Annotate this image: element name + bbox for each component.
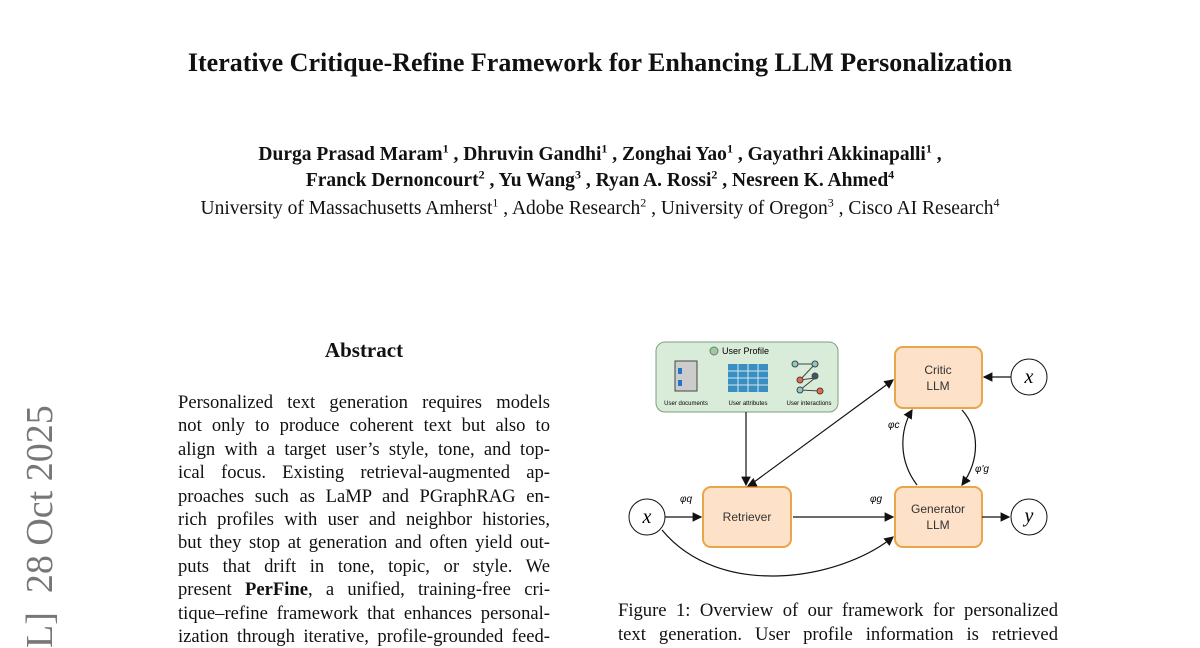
retriever-box [702, 486, 792, 548]
abstract-line: proaches such as LaMP and PGraphRAG en- [178, 485, 550, 507]
profile-title: User Profile [722, 346, 769, 356]
person-name: Gayathri Akkinapalli [747, 144, 926, 165]
affiliation-marker: 3 [827, 195, 834, 210]
generator-label-1: Generator [911, 502, 965, 516]
critic-label-1: Critic [924, 363, 951, 377]
person-name: Zonghai Yao [622, 144, 727, 165]
critic-label-2: LLM [926, 379, 949, 393]
profile-item-documents: User documents [664, 401, 708, 407]
output-y-node [1010, 498, 1048, 536]
framework-figure: User Profile User documents User attribu… [628, 341, 1048, 577]
critic-box [894, 346, 983, 409]
paper-title: Iterative Critique-Refine Framework for … [187, 48, 1013, 77]
person-name: University of Massachusetts Amherst [200, 198, 493, 219]
person-name: Durga Prasad Maram [258, 144, 443, 165]
affiliations: University of Massachusetts Amherst1 , A… [200, 195, 1000, 220]
authors-line-1: Durga Prasad Maram1 , Dhruvin Gandhi1 , … [258, 141, 942, 166]
affiliation-marker: 1 [442, 141, 449, 156]
figure-caption-line: text generation. User profile informatio… [618, 624, 1058, 645]
affiliation-marker: 2 [711, 167, 718, 182]
y-label: y [1023, 505, 1034, 527]
abstract-line: Personalized text generation requires mo… [178, 392, 550, 413]
person-name: Nesreen K. Ahmed [732, 170, 889, 191]
generator-box [894, 486, 983, 548]
affiliation-marker: 1 [492, 195, 499, 210]
abstract-heading: Abstract [324, 338, 404, 362]
affiliation-marker: 1 [601, 141, 608, 156]
abstract-line: rich profiles with user and neighbor his… [178, 509, 550, 530]
abstract-line: ization through iterative, profile-groun… [178, 626, 550, 647]
phi-c-label: φc [888, 420, 900, 431]
phi-g-label: φg [870, 494, 883, 505]
person-name: Franck Dernoncourt [305, 170, 479, 191]
profile-item-interactions: User interactions [786, 401, 831, 407]
affiliation-marker: 1 [925, 141, 932, 156]
authors-line-2: Franck Dernoncourt2 , Yu Wang3 , Ryan A.… [305, 167, 895, 192]
person-name: Yu Wang [498, 170, 575, 191]
x-label: x [642, 506, 652, 528]
person-name: Adobe Research [511, 198, 641, 219]
documents-icon [674, 360, 698, 392]
person-name: Dhruvin Gandhi [463, 144, 602, 165]
abstract-line: align with a target user’s style, tone, … [178, 438, 550, 460]
person-name: University of Oregon [660, 198, 828, 219]
affiliation-marker: 2 [478, 167, 485, 182]
person-name: Cisco AI Research [848, 198, 994, 219]
affiliation-marker: 3 [574, 167, 581, 182]
person-name: Ryan A. Rossi [595, 170, 712, 191]
affiliation-marker: 4 [993, 195, 1000, 210]
generator-label-2: LLM [926, 518, 949, 532]
profile-item-attributes: User attributes [728, 401, 767, 407]
affiliation-marker: 1 [726, 141, 733, 156]
phi-g-prime-label: φ'g [975, 464, 989, 475]
retriever-label: Retriever [723, 510, 772, 524]
user-profile-box: User Profile User documents User attribu… [655, 341, 839, 413]
arxiv-stamp: L] 28 Oct 2025 [19, 405, 61, 648]
abstract-line: not only to produce coherent text but al… [178, 415, 550, 437]
abstract-line: puts that drift in tone, topic, or style… [178, 555, 550, 577]
phi-q-label: φq [680, 494, 693, 505]
table-icon [728, 364, 768, 392]
figure-caption-line: Figure 1: Overview of our framework for … [618, 600, 1058, 621]
graph-icon [791, 360, 824, 395]
abstract-line: but they stop at generation and often yi… [178, 532, 550, 554]
abstract-line: tique–refine framework that enhances per… [178, 602, 550, 624]
abstract-line: ical focus. Existing retrieval-augmented… [178, 462, 550, 484]
abstract-line: present PerFine, a unified, training-fre… [178, 579, 551, 601]
user-icon [709, 346, 719, 356]
affiliation-marker: 2 [640, 195, 647, 210]
affiliation-marker: 4 [888, 167, 895, 182]
x-label-critic: x [1024, 366, 1034, 388]
